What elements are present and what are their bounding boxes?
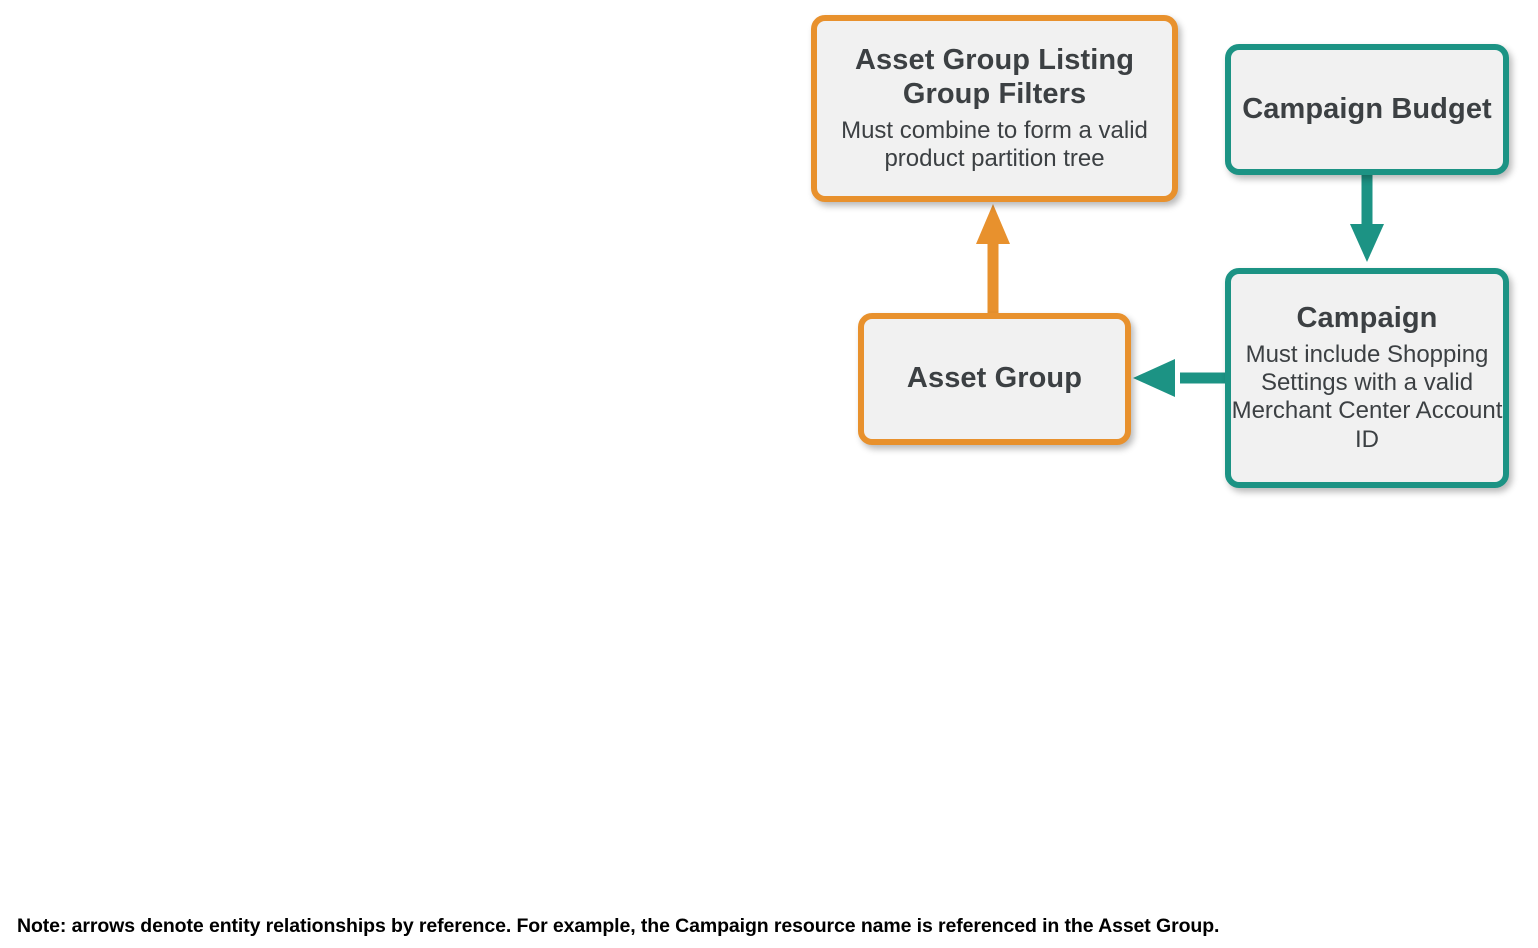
node-campaign-budget[interactable]: Campaign Budget [1225, 44, 1509, 175]
node-title: Asset Group [906, 362, 1083, 395]
diagram-note: Note: arrows denote entity relationships… [17, 915, 1220, 937]
node-asset-group[interactable]: Asset Group [858, 313, 1131, 445]
node-title: Campaign [1296, 302, 1438, 335]
edge-campaign-to-asset-group [1133, 359, 1227, 397]
node-asset-group-listing-group-filters[interactable]: Asset Group Listing Group Filters Must c… [811, 15, 1178, 202]
edge-asset-group-to-listing-group-filters [976, 204, 1010, 315]
node-subtitle: Must combine to form a valid product par… [841, 116, 1148, 172]
node-campaign[interactable]: Campaign Must include Shopping Settings … [1225, 268, 1509, 488]
edge-campaign-budget-to-campaign [1350, 174, 1384, 262]
node-subtitle: Must include Shopping Settings with a va… [1231, 341, 1503, 453]
node-title: Asset Group Listing Group Filters [854, 44, 1135, 110]
node-title: Campaign Budget [1242, 92, 1492, 125]
